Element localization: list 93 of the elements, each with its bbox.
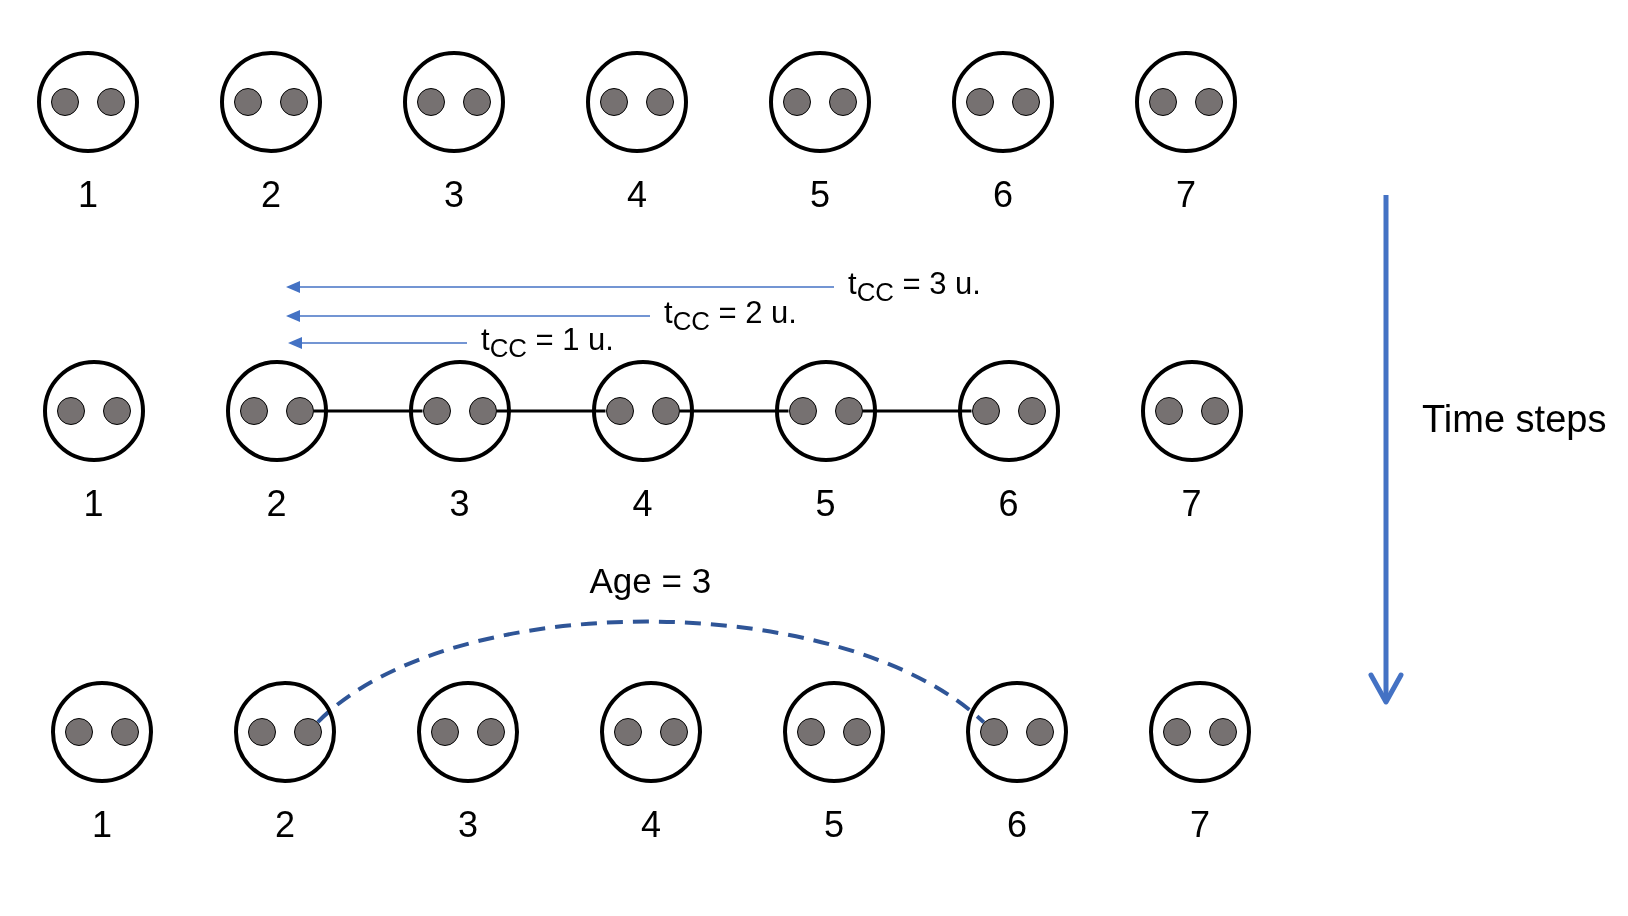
- connector-line: [496, 409, 606, 413]
- dot-icon: [468, 397, 497, 425]
- dot-icon: [111, 718, 139, 746]
- dot-icon: [646, 88, 674, 116]
- circle-node: [42, 360, 145, 462]
- circle-node: [783, 681, 885, 783]
- duration-label: t$_{CC}$ = 3 u.: [848, 266, 981, 308]
- dot-icon: [966, 88, 994, 116]
- dot-icon: [605, 397, 634, 425]
- dot-icon: [660, 718, 688, 746]
- circle-node: [1135, 51, 1237, 153]
- number-label: 3: [449, 486, 470, 522]
- dot-icon: [1195, 88, 1223, 116]
- connector-line: [313, 409, 423, 413]
- number-label: 6: [998, 486, 1019, 522]
- dot-icon: [797, 718, 825, 746]
- dot-icon: [1163, 718, 1191, 746]
- circle-node: [774, 360, 877, 462]
- circle-node: [952, 51, 1054, 153]
- number-label: 4: [641, 807, 662, 843]
- number-label: 3: [458, 807, 479, 843]
- circle-node: [225, 360, 328, 462]
- arrow-label: Time steps: [1422, 398, 1607, 442]
- circle-node: [220, 51, 322, 153]
- number-label: 7: [1176, 177, 1197, 213]
- number-label: 7: [1190, 807, 1211, 843]
- dot-icon: [417, 88, 445, 116]
- duration-label: t$_{CC}$ = 2 u.: [664, 295, 797, 337]
- circle-node: [234, 681, 336, 783]
- circle-node: [37, 51, 139, 153]
- circle-node: [591, 360, 694, 462]
- number-label: 2: [261, 177, 282, 213]
- dot-icon: [431, 718, 459, 746]
- dot-icon: [1149, 88, 1177, 116]
- dot-icon: [651, 397, 680, 425]
- circle-node: [1140, 360, 1243, 462]
- dot-icon: [971, 397, 1000, 425]
- dot-icon: [239, 397, 268, 425]
- dot-icon: [980, 718, 1008, 746]
- dot-icon: [477, 718, 505, 746]
- circle-node: [403, 51, 505, 153]
- number-label: 7: [1181, 486, 1202, 522]
- dot-icon: [97, 88, 125, 116]
- number-label: 5: [815, 486, 836, 522]
- dot-icon: [65, 718, 93, 746]
- dot-icon: [788, 397, 817, 425]
- dot-icon: [248, 718, 276, 746]
- dot-icon: [234, 88, 262, 116]
- dot-icon: [1200, 397, 1229, 425]
- circle-node: [586, 51, 688, 153]
- number-label: 1: [92, 807, 113, 843]
- number-label: 4: [632, 486, 653, 522]
- circle-node: [408, 360, 511, 462]
- dot-icon: [834, 397, 863, 425]
- dot-icon: [1154, 397, 1183, 425]
- dot-icon: [463, 88, 491, 116]
- curve-line: [316, 619, 986, 724]
- number-label: 6: [1007, 807, 1028, 843]
- dot-icon: [294, 718, 322, 746]
- number-label: 3: [444, 177, 465, 213]
- dot-icon: [51, 88, 79, 116]
- dot-icon: [1017, 397, 1046, 425]
- circle-node: [769, 51, 871, 153]
- dot-icon: [56, 397, 85, 425]
- number-label: 1: [78, 177, 99, 213]
- number-label: 2: [275, 807, 296, 843]
- circle-node: [966, 681, 1068, 783]
- dot-icon: [280, 88, 308, 116]
- number-label: 5: [810, 177, 831, 213]
- dot-icon: [1026, 718, 1054, 746]
- dot-icon: [285, 397, 314, 425]
- number-label: 2: [266, 486, 287, 522]
- dot-icon: [1012, 88, 1040, 116]
- connector-line: [862, 409, 972, 413]
- dot-icon: [1209, 718, 1237, 746]
- number-label: 6: [993, 177, 1014, 213]
- duration-label: t$_{CC}$ = 1 u.: [481, 322, 614, 364]
- dot-icon: [102, 397, 131, 425]
- dot-icon: [783, 88, 811, 116]
- number-label: 1: [83, 486, 104, 522]
- circle-node: [417, 681, 519, 783]
- dot-icon: [614, 718, 642, 746]
- circle-node: [1149, 681, 1251, 783]
- number-label: 4: [627, 177, 648, 213]
- number-label: 5: [824, 807, 845, 843]
- dot-icon: [829, 88, 857, 116]
- circle-node: [957, 360, 1060, 462]
- dot-icon: [843, 718, 871, 746]
- dot-icon: [600, 88, 628, 116]
- circle-node: [51, 681, 153, 783]
- dot-icon: [422, 397, 451, 425]
- connector-line: [679, 409, 789, 413]
- circle-node: [600, 681, 702, 783]
